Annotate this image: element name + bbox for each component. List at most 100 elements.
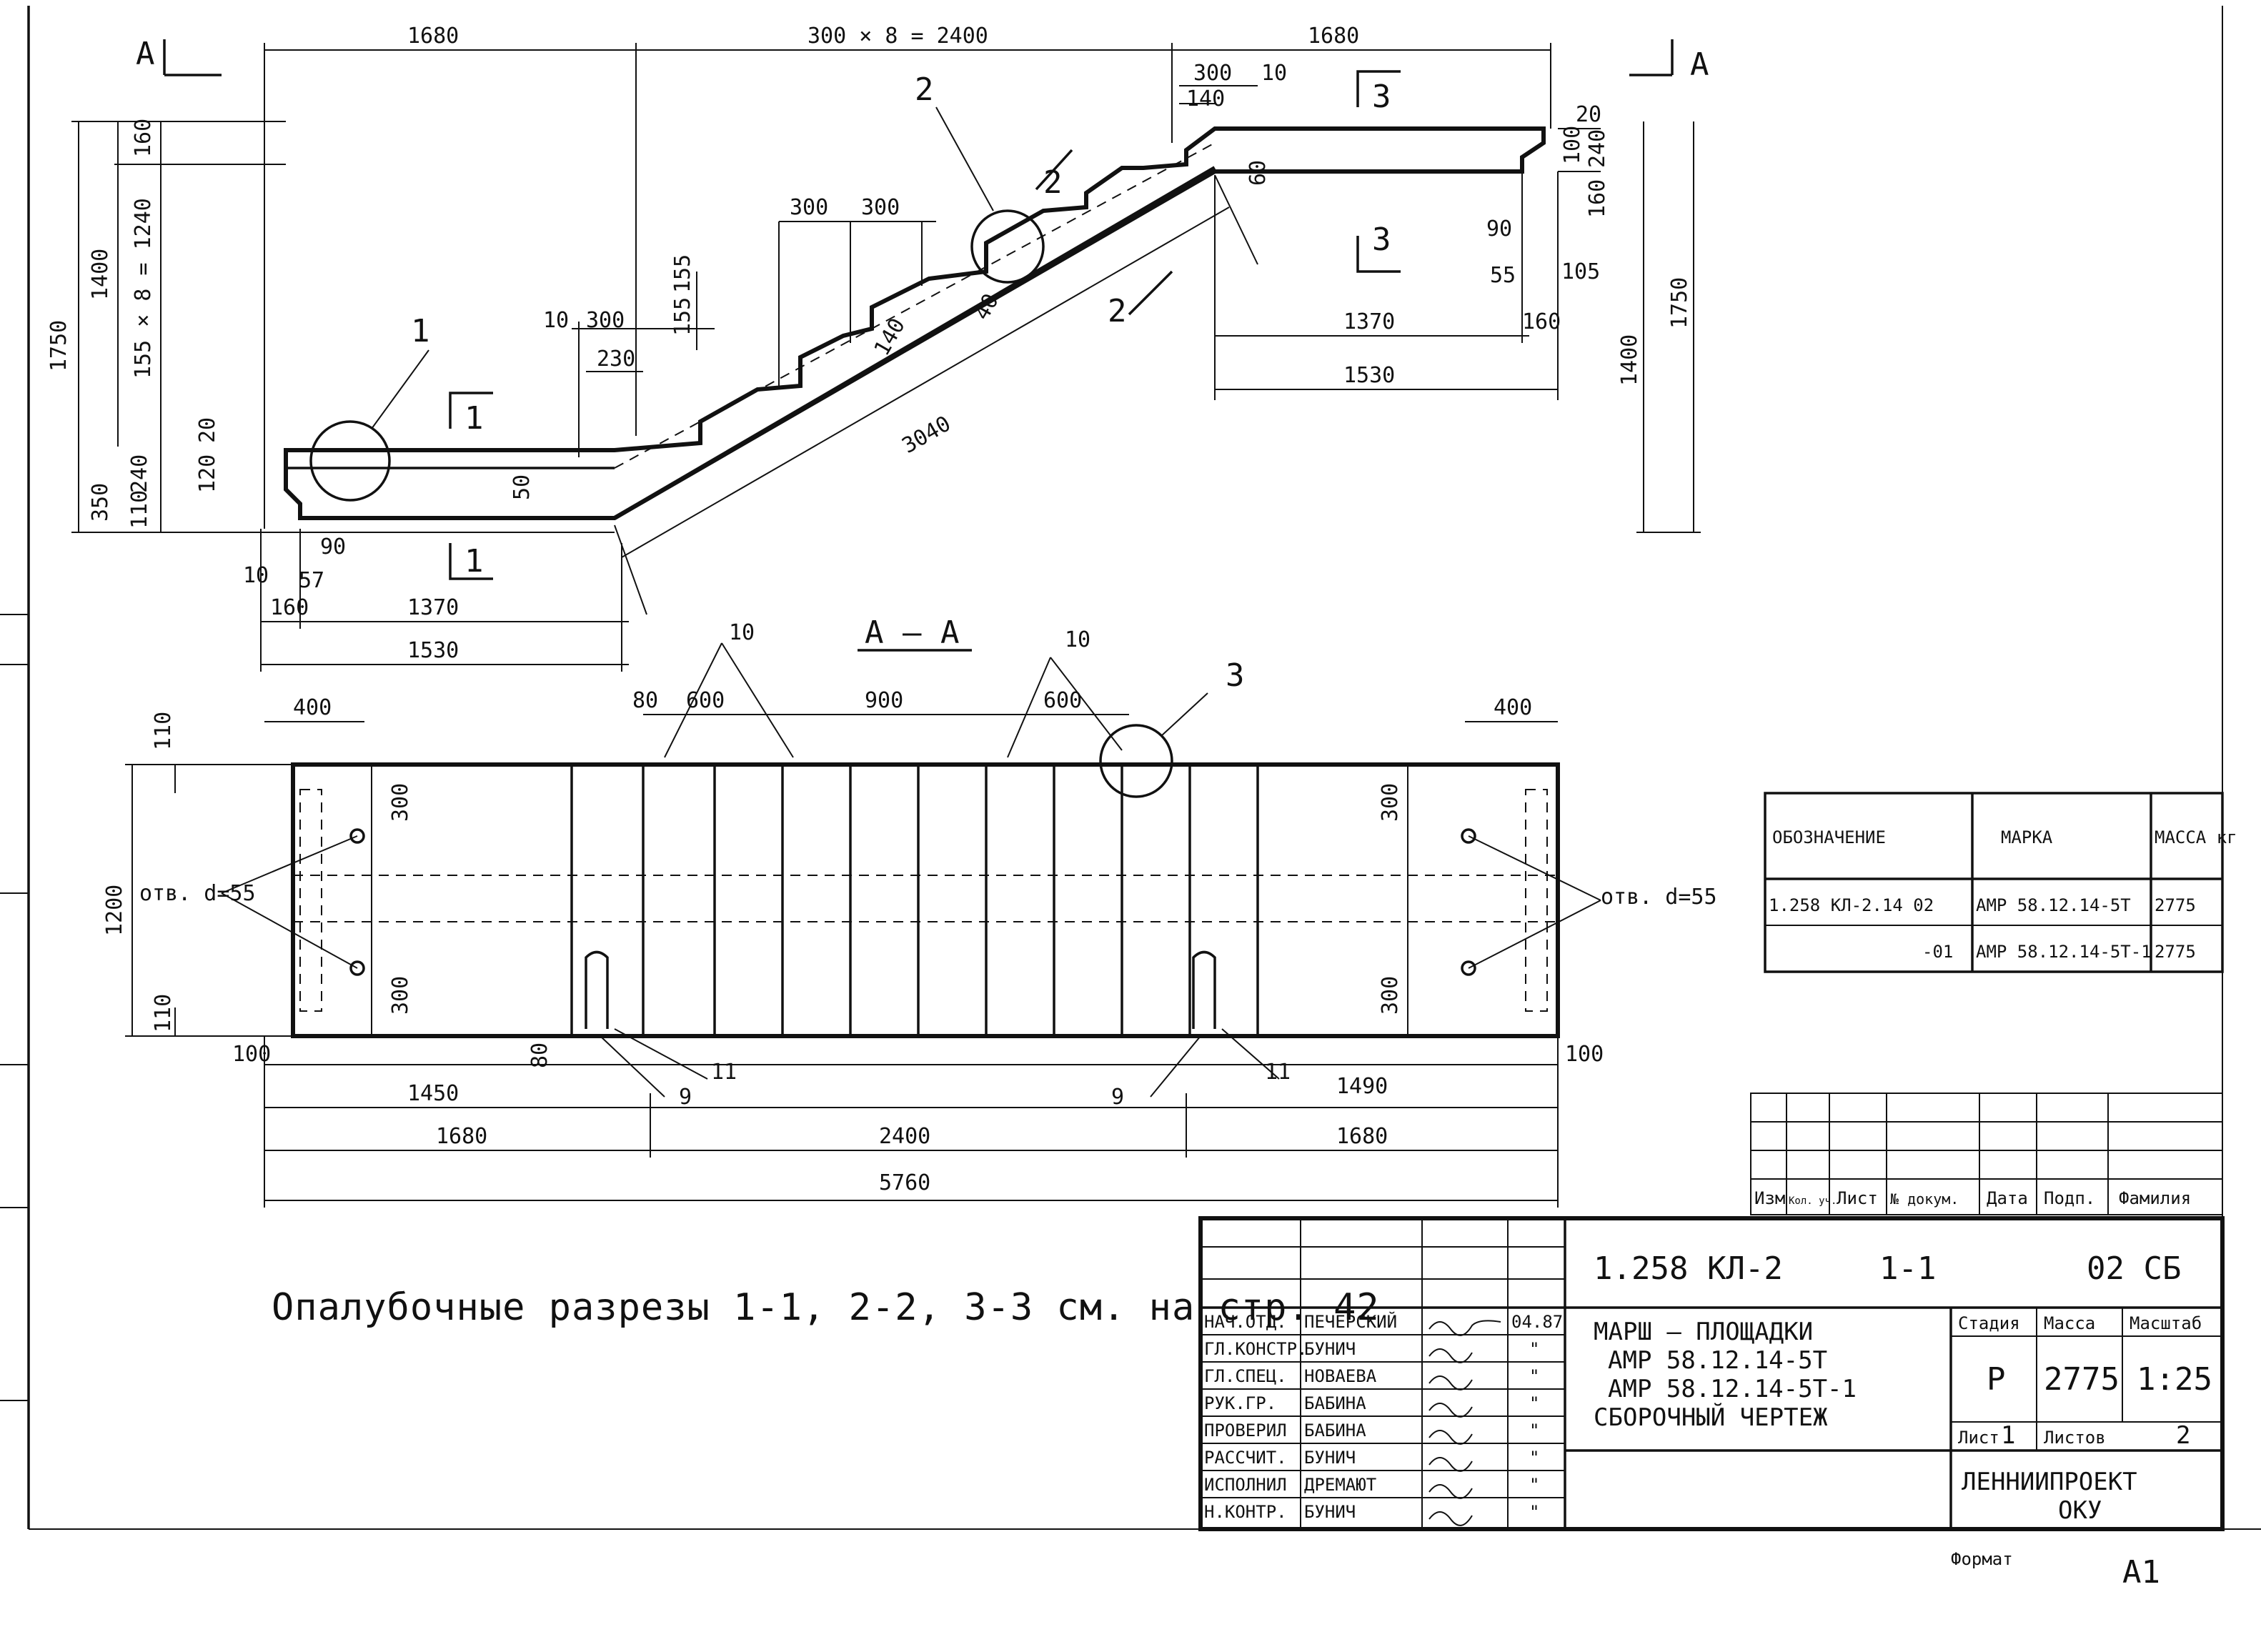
svg-text:900: 900 <box>865 688 903 713</box>
svg-text:1750: 1750 <box>46 320 71 372</box>
staff-name: БАБИНА <box>1304 1393 1366 1413</box>
svg-text:1490: 1490 <box>1336 1074 1388 1099</box>
spec-cell: АМР 58.12.14-5Т-1 <box>1976 942 2152 962</box>
svg-text:300: 300 <box>790 195 828 220</box>
dimension-lines-right: 90 55 105 1370 160 1530 1400 1750 <box>1214 121 1701 533</box>
svg-text:9: 9 <box>1111 1085 1124 1110</box>
dimension-lines-left: 1750 1400 160 155 × 8 = 1240 350 240 110… <box>46 119 615 533</box>
svg-text:160: 160 <box>270 595 309 620</box>
sheet-code: 02 СБ <box>2087 1250 2181 1287</box>
svg-text:100: 100 <box>1565 1042 1604 1067</box>
svg-text:300: 300 <box>1378 783 1403 822</box>
svg-text:110: 110 <box>151 712 176 750</box>
dimension-lines-top-right: 300 10 140 20 240 100 160 <box>1179 61 1610 218</box>
svg-text:Формат: Формат <box>1951 1549 2013 1569</box>
dimension-lines-bottom-left: 10 90 57 160 1370 1530 <box>243 529 629 672</box>
section-code: 1-1 <box>1879 1250 1936 1287</box>
svg-text:9: 9 <box>679 1085 692 1110</box>
scale-value: 1:25 <box>2137 1361 2212 1398</box>
svg-text:90: 90 <box>320 534 346 559</box>
detail-callout-circle <box>970 209 1045 284</box>
svg-text:100: 100 <box>1560 126 1585 164</box>
detail-callout-circle <box>309 420 391 502</box>
staff-role: ГЛ.КОНСТР. <box>1204 1339 1308 1359</box>
spec-header: МАССА кг <box>2155 827 2237 847</box>
svg-text:600: 600 <box>1043 688 1082 713</box>
spec-cell: АМР 58.12.14-5Т <box>1976 895 2131 915</box>
svg-text:80: 80 <box>632 688 658 713</box>
svg-text:160: 160 <box>131 119 156 157</box>
stage-value: Р <box>1987 1361 2006 1398</box>
plan-dimension-bottom: 100 80 1450 1490 100 1680 2400 1680 5760 <box>232 1036 1604 1208</box>
svg-text:отв. d=55: отв. d=55 <box>1601 885 1717 910</box>
section-title: А – А <box>865 614 959 651</box>
staff-date: " <box>1529 1339 1539 1359</box>
staff-name: БУНИЧ <box>1304 1339 1356 1359</box>
svg-text:отв. d=55: отв. d=55 <box>139 881 256 906</box>
plan-dimension-top: 400 80 600 900 600 400 <box>264 688 1558 722</box>
svg-text:10: 10 <box>729 620 755 645</box>
staff-name: БУНИЧ <box>1304 1502 1356 1522</box>
plan-section-a-a: А – А <box>102 614 1717 1208</box>
staff-name: ДРЕМАЮТ <box>1304 1475 1376 1495</box>
svg-text:1450: 1450 <box>407 1081 459 1106</box>
svg-text:№ докум.: № докум. <box>1890 1190 1959 1208</box>
callout-label: 1 <box>411 313 430 349</box>
svg-text:Масса: Масса <box>2044 1313 2095 1333</box>
mass-value: 2775 <box>2044 1361 2120 1398</box>
svg-text:20: 20 <box>195 417 220 443</box>
svg-text:1: 1 <box>464 400 484 437</box>
staff-role: РУК.ГР. <box>1204 1393 1276 1413</box>
staff-date: " <box>1529 1448 1539 1468</box>
svg-text:50: 50 <box>510 474 535 500</box>
svg-text:350: 350 <box>88 483 113 522</box>
dimension-lines-slab: 3040 50 40 60 140 <box>510 160 1271 615</box>
organization-name: ЛЕННИИПРОЕКТ <box>1962 1468 2137 1496</box>
staff-role: НАЧ.ОТД. <box>1204 1312 1287 1332</box>
svg-text:240: 240 <box>1585 129 1610 168</box>
staff-date: 04.87 <box>1511 1312 1563 1332</box>
svg-text:5760: 5760 <box>879 1170 930 1195</box>
svg-text:300: 300 <box>861 195 900 220</box>
svg-text:1750: 1750 <box>1667 277 1692 329</box>
svg-text:2: 2 <box>1108 293 1127 329</box>
svg-text:1680: 1680 <box>407 24 459 49</box>
svg-text:3: 3 <box>1372 79 1391 115</box>
svg-text:80: 80 <box>527 1043 552 1068</box>
callout-label: 2 <box>915 71 934 108</box>
detail-callout-circle <box>1099 724 1173 798</box>
svg-text:230: 230 <box>597 347 635 372</box>
svg-text:300: 300 <box>1378 976 1403 1015</box>
staff-name: БАБИНА <box>1304 1420 1366 1440</box>
svg-text:155 × 8 = 1240: 155 × 8 = 1240 <box>131 198 156 379</box>
svg-text:1680: 1680 <box>1336 1124 1388 1149</box>
svg-text:600: 600 <box>686 688 725 713</box>
svg-text:140: 140 <box>1186 86 1225 111</box>
plan-holes: отв. d=55 отв. d=55 <box>139 828 1717 976</box>
title-line: МАРШ – ПЛОЩАДКИ <box>1594 1318 1813 1346</box>
svg-text:55: 55 <box>1490 263 1516 288</box>
svg-text:1530: 1530 <box>1343 363 1395 388</box>
svg-text:2: 2 <box>1043 164 1063 201</box>
svg-text:Масштаб: Масштаб <box>2130 1313 2202 1333</box>
svg-text:300: 300 <box>388 976 413 1015</box>
section-mark-a-right: A <box>1629 39 1709 83</box>
svg-text:300 × 8 = 2400: 300 × 8 = 2400 <box>807 24 988 49</box>
specification-table: ОБОЗНАЧЕНИЕ МАРКА МАССА кг 1.258 КЛ-2.14… <box>1764 792 2237 973</box>
svg-text:1400: 1400 <box>1617 334 1642 386</box>
svg-text:Лист: Лист <box>1958 1428 1999 1448</box>
svg-text:300: 300 <box>586 308 625 333</box>
spec-cell: 2775 <box>2155 895 2196 915</box>
svg-text:300: 300 <box>388 783 413 822</box>
staff-name: ПЕЧЕРСКИЙ <box>1304 1311 1397 1332</box>
svg-text:400: 400 <box>1494 695 1532 720</box>
revision-block: Изм Кол. уч. Лист № докум. Дата Подп. Фа… <box>1750 1093 2223 1215</box>
document-code: 1.258 КЛ-2 <box>1594 1250 1783 1287</box>
svg-text:90: 90 <box>1486 217 1512 242</box>
svg-text:1200: 1200 <box>102 885 127 936</box>
staff-date: " <box>1529 1475 1539 1495</box>
svg-text:10: 10 <box>243 563 269 588</box>
svg-text:3040: 3040 <box>898 411 955 458</box>
section-mark-3-top: 3 <box>1356 70 1401 115</box>
